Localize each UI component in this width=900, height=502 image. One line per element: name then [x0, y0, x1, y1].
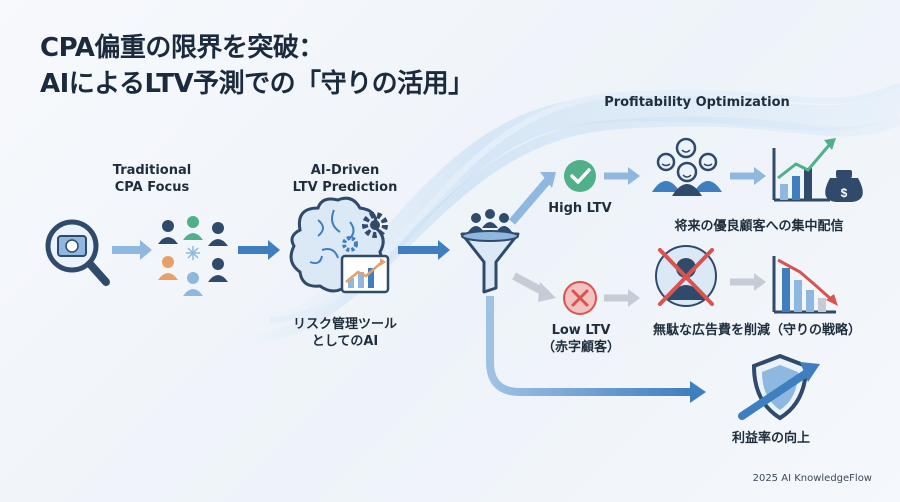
traditional-label-line-1: Traditional: [112, 163, 192, 178]
chart-up-icon: [340, 254, 390, 294]
low-ltv-label-line-2: （赤字顧客）: [541, 340, 620, 355]
flow-arrow: [604, 289, 640, 307]
traditional-label-line-2: CPA Focus: [114, 180, 190, 195]
traditional-label: Traditional CPA Focus: [92, 162, 212, 196]
risk-tool-label-line-1: リスク管理ツール: [292, 317, 397, 332]
high-ltv-action-label: 将来の優良顧客への集中配信: [674, 219, 844, 234]
low-ltv-action-label: 無駄な広告費を削減（守りの戦略）: [652, 323, 861, 338]
flow-arrow-low: [512, 272, 556, 302]
people-cluster-icon: [158, 216, 228, 296]
flow-arrow: [730, 167, 766, 185]
flow-arrow-profit: [486, 296, 706, 403]
flow-arrow: [604, 167, 640, 185]
cross-icon: [563, 281, 597, 315]
ai-driven-label-line-2: LTV Prediction: [292, 180, 398, 195]
funnel-icon: [460, 209, 520, 294]
dollar-magnifier-icon: [45, 219, 110, 286]
ai-driven-label: AI-Driven LTV Prediction: [280, 162, 410, 196]
flow-arrow: [112, 240, 152, 260]
low-ltv-label-line-1: Low LTV: [551, 323, 611, 338]
gear-icon: [342, 212, 388, 252]
ai-driven-label-line-1: AI-Driven: [310, 163, 380, 178]
shield-icon: [738, 353, 820, 421]
flow-arrow: [238, 240, 280, 260]
high-ltv-label: High LTV: [548, 201, 612, 216]
flow-arrow-high: [508, 172, 556, 225]
risk-tool-label: リスク管理ツール としてのAI: [270, 316, 420, 350]
title-line-1: CPA偏重の限界を突破：: [40, 33, 324, 63]
title-line-2: AIによるLTV予測での「守りの活用」: [40, 69, 474, 99]
money-bag-icon: $: [825, 170, 863, 202]
profit-rate-label: 利益率の向上: [731, 431, 810, 446]
bar-chart-growth-icon: [772, 138, 836, 202]
page-title: CPA偏重の限界を突破： AIによるLTV予測での「守りの活用」: [40, 30, 474, 102]
low-ltv-label: Low LTV （赤字顧客）: [536, 322, 626, 356]
bar-chart-decline-icon: [772, 256, 838, 314]
flow-arrow: [730, 273, 766, 291]
footer-credit: 2025 AI KnowledgeFlow: [752, 473, 872, 484]
svg-text:$: $: [841, 186, 848, 200]
profitability-label: Profitability Optimization: [604, 95, 790, 110]
happy-people-icon: [652, 137, 722, 196]
flow-arrow: [398, 240, 450, 260]
blocked-person-icon: [655, 245, 717, 307]
risk-tool-label-line-2: としてのAI: [311, 334, 379, 349]
check-icon: [564, 160, 596, 192]
